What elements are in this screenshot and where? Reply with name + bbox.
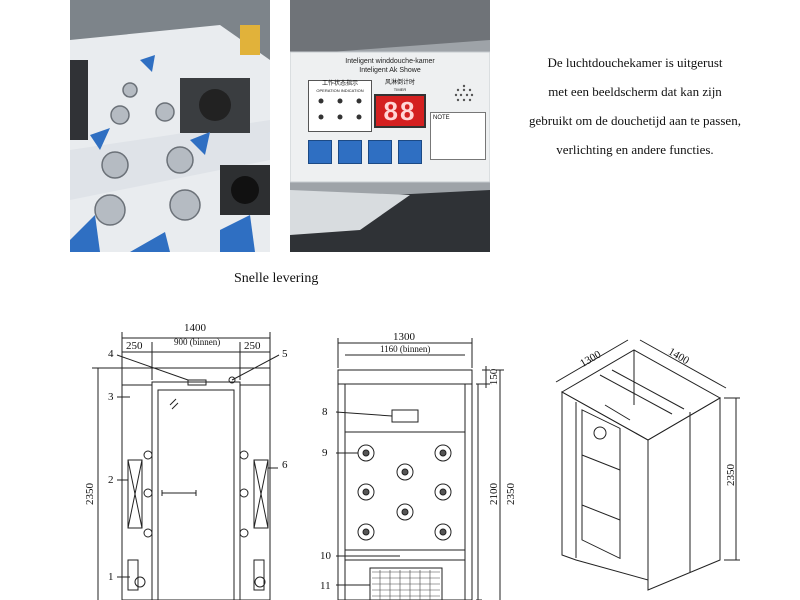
caption-line-1: De luchtdouchekamer is uitgerust (547, 55, 723, 70)
panel-title-line1: Inteligent winddouche-kamer (345, 58, 435, 65)
nozzle-group (357, 444, 452, 541)
power-button-icon[interactable] (308, 140, 332, 164)
panel-title-line2: Inteligent Ak Showe (359, 67, 421, 74)
light-button-icon[interactable] (398, 140, 422, 164)
production-photo (70, 0, 270, 252)
iso-depth: 1300 (578, 348, 603, 370)
front-height: 2350 (84, 483, 96, 506)
technical-drawings: 1400 900 (binnen) 250 250 2350 1 2 3 4 5… (84, 322, 740, 600)
side-width-total: 1300 (393, 331, 416, 343)
side-part-8: 8 (322, 406, 328, 418)
front-width-total: 1400 (184, 322, 207, 334)
front-part-5: 5 (282, 348, 288, 360)
indicator-subtitle: OPERATION INDICATION (316, 88, 364, 93)
iso-width: 1400 (666, 346, 691, 368)
front-side-left: 250 (126, 340, 143, 352)
front-part-1: 1 (108, 571, 114, 583)
front-side-right: 250 (244, 340, 261, 352)
delivery-label: Snelle levering (234, 271, 319, 286)
front-width-inner: 900 (binnen) (174, 337, 220, 347)
side-height: 2350 (505, 483, 517, 506)
caption-line-4: verlichting en andere functies. (556, 142, 714, 157)
caption-line-2: met een beeldscherm dat kan zijn (548, 84, 722, 99)
front-part-4: 4 (108, 348, 114, 360)
iso-height: 2350 (725, 464, 737, 487)
control-panel-photo: Inteligent winddouche-kamer Inteligent A… (290, 0, 490, 252)
side-part-9: 9 (322, 447, 328, 459)
panel-button-row (308, 140, 426, 164)
timer-panel: 风淋倒计时 TIMER 88 (374, 80, 426, 132)
indicator-panel: 工作状态指示 OPERATION INDICATION (308, 80, 372, 132)
panel-note-label: NOTE (433, 115, 450, 121)
side-part-11: 11 (320, 580, 331, 592)
indicator-title: 工作状态指示 (321, 81, 358, 87)
side-width-inner: 1160 (binnen) (380, 344, 430, 354)
filter-mesh (372, 570, 440, 600)
panel-note-box: NOTE (430, 112, 486, 160)
timer-subtitle: TIMER (393, 87, 407, 92)
feature-caption: De luchtdouchekamer is uitgerust met een… (505, 48, 765, 164)
side-inner-height: 2100 (488, 483, 500, 506)
speaker-grille-icon (450, 82, 478, 106)
timer-display: 88 (374, 94, 426, 128)
fan-button-icon[interactable] (338, 140, 362, 164)
timer-title: 风淋倒计时 (384, 80, 415, 86)
caption-line-3: gebruikt om de douchetijd aan te passen, (529, 113, 741, 128)
front-part-3: 3 (108, 391, 114, 403)
emergency-button-icon[interactable] (368, 140, 392, 164)
side-top-height: 150 (488, 368, 500, 385)
front-part-2: 2 (108, 474, 114, 486)
front-part-6: 6 (282, 459, 288, 471)
side-part-10: 10 (320, 550, 332, 562)
